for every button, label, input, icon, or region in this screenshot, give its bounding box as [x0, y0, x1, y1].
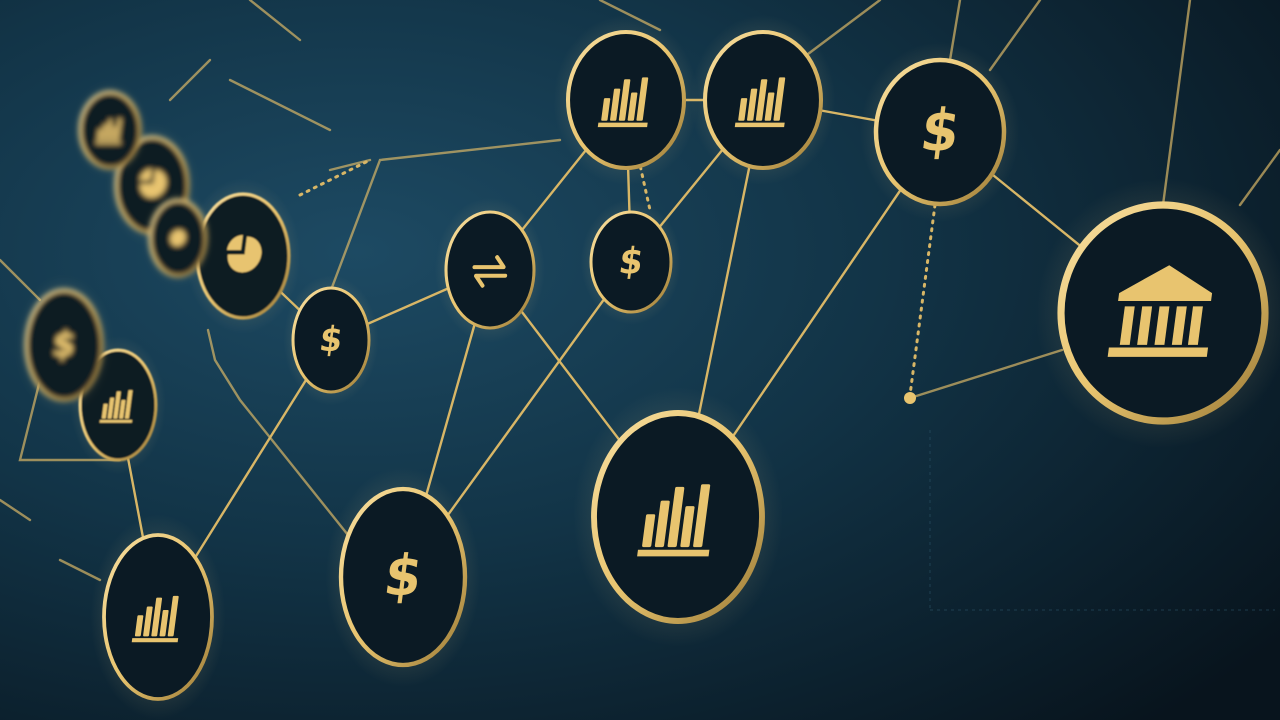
node-ring [873, 57, 1007, 207]
node-dollar-left-mid: $ [283, 275, 379, 405]
junction-dot [904, 392, 916, 404]
node-node-far-left-d [143, 190, 213, 286]
bar-chart-icon [734, 77, 786, 128]
connector-line [1161, 0, 1192, 207]
node-node-far-left-b: $ [16, 276, 112, 414]
connector-line [248, 0, 302, 42]
node-dollar-bottom: $ [325, 467, 481, 687]
pie-chart-icon [139, 168, 167, 198]
bar-chart-icon [95, 118, 122, 145]
connector-line [168, 58, 212, 102]
node-bank [1035, 178, 1280, 448]
connector-line [329, 138, 562, 292]
svg-text:$: $ [616, 241, 645, 283]
bank-icon [1107, 265, 1213, 357]
dollar-icon: $ [50, 324, 78, 364]
bar-chart-icon [99, 390, 133, 423]
svg-text:$: $ [317, 319, 345, 359]
dollar-icon: $ [381, 543, 426, 609]
node-chart-top-center [690, 15, 836, 185]
pie-chart-icon [227, 235, 262, 273]
connector-line [1238, 148, 1280, 207]
node-dollar-top-right: $ [860, 42, 1020, 222]
svg-text:$: $ [50, 324, 78, 364]
connector-line [988, 0, 1042, 72]
connector-line [228, 78, 332, 132]
connector-line [206, 328, 362, 552]
node-exchange-mid [435, 197, 545, 343]
connector-line [0, 498, 32, 522]
node-ring [589, 210, 673, 314]
connector-line [58, 558, 102, 582]
bar-chart-icon [131, 595, 179, 643]
node-chart-top-left [553, 15, 699, 185]
node-node-far-left-e [72, 82, 148, 178]
node-ring [291, 286, 371, 394]
exchange-icon [472, 255, 508, 288]
node-ring [24, 288, 104, 402]
node-ring [444, 210, 536, 330]
bar-chart-icon [597, 77, 649, 128]
connector-line [908, 348, 1064, 400]
dollar-icon: $ [317, 319, 345, 359]
dollar-icon: $ [616, 241, 645, 283]
panel-outline [929, 430, 1275, 611]
connector-line [328, 158, 372, 172]
node-chart-bottom-center [573, 387, 783, 647]
node-pie-far-left [185, 178, 301, 334]
node-chart-bottom-left [90, 514, 226, 720]
node-ring [338, 486, 468, 668]
svg-text:$: $ [917, 97, 964, 165]
svg-text:$: $ [381, 543, 426, 609]
node-dollar-mid: $ [581, 199, 681, 325]
dollar-icon: $ [917, 97, 964, 165]
gear-icon [170, 229, 186, 247]
bar-chart-icon [637, 484, 711, 557]
